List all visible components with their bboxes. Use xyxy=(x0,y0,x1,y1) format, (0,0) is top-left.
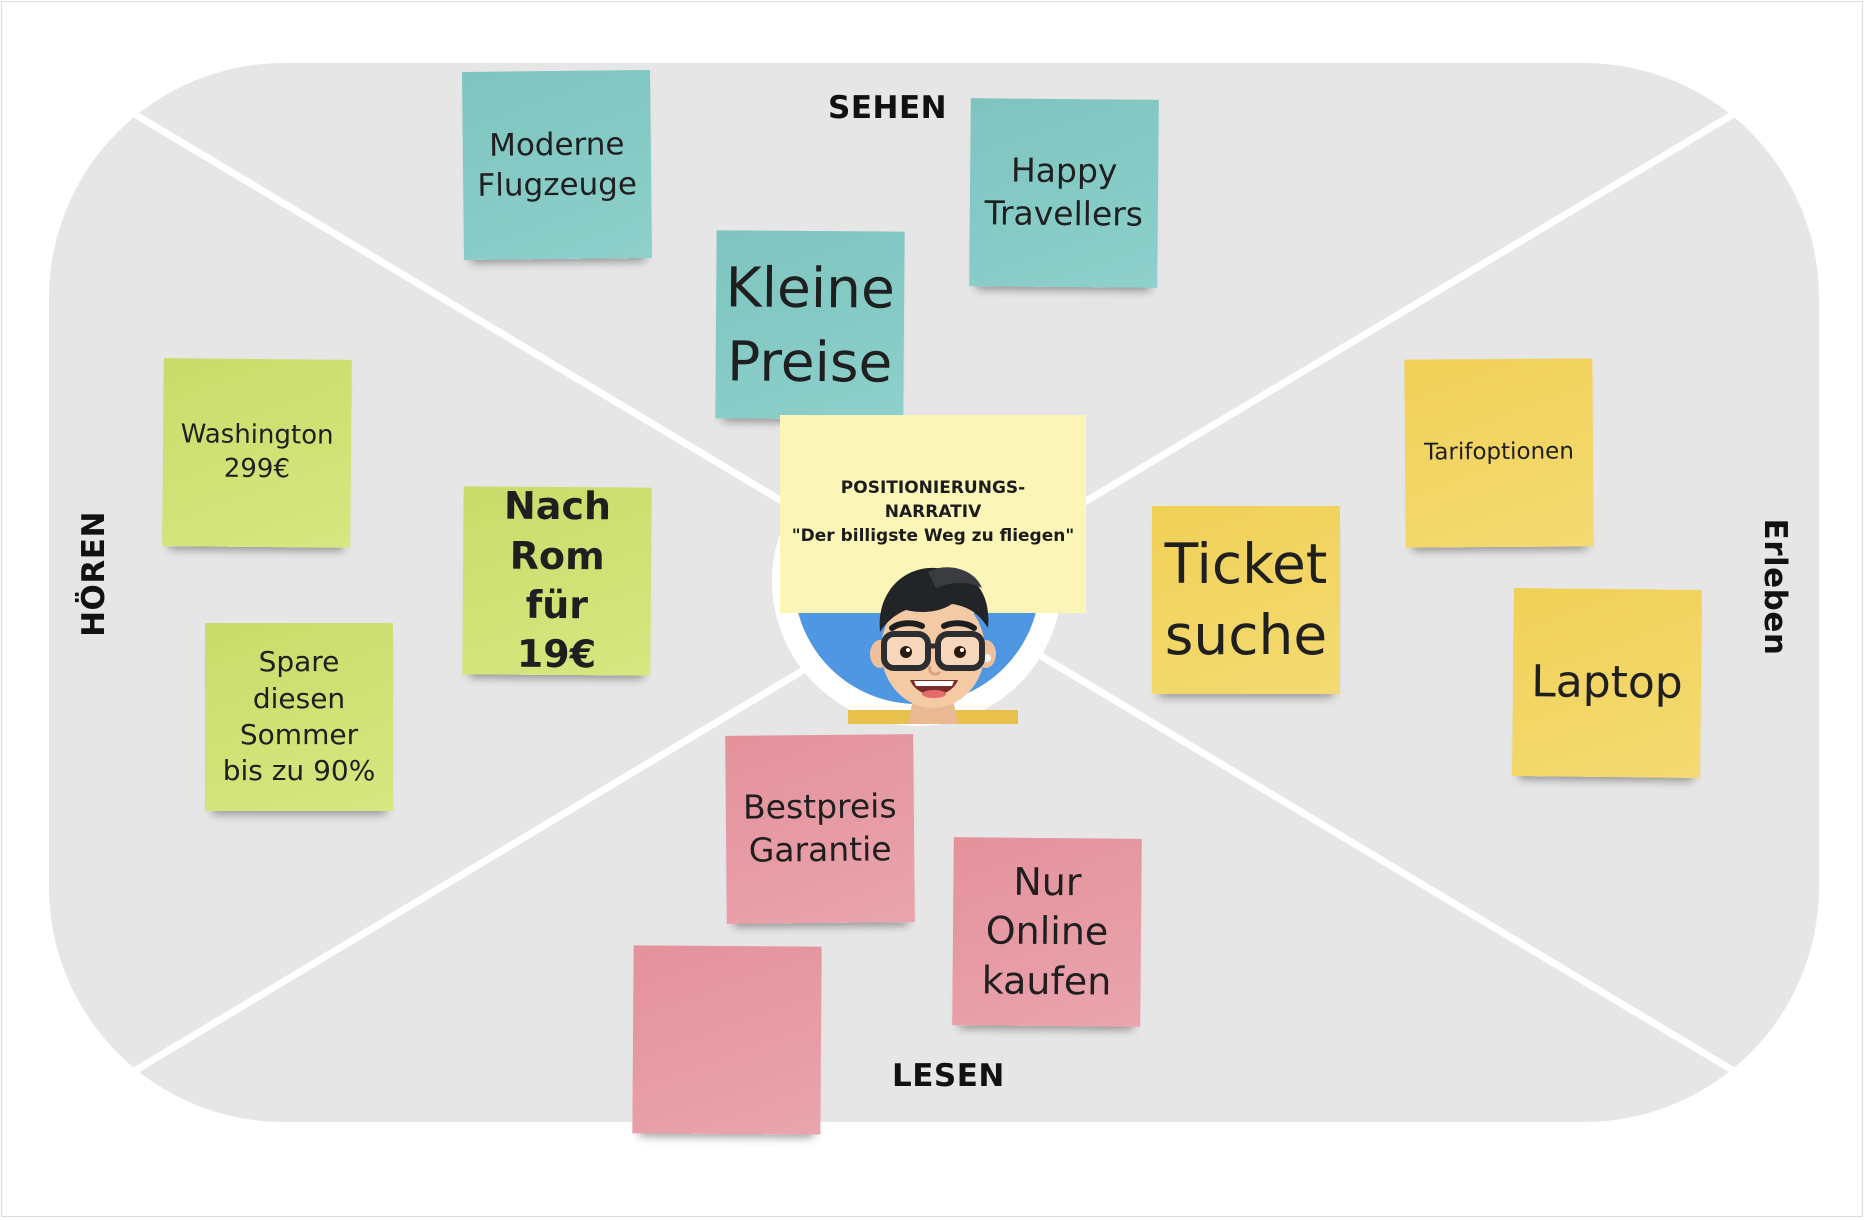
sticky-note-laptop[interactable]: Laptop xyxy=(1512,588,1702,778)
sticky-note-blank[interactable] xyxy=(632,945,822,1135)
sticky-note-moderne-flugzeuge[interactable]: Moderne Flugzeuge xyxy=(462,70,652,260)
narrative-line-2: NARRATIV xyxy=(884,501,982,522)
narrative-line-3: "Der billigste Weg zu fliegen" xyxy=(791,525,1075,546)
quadrant-label-hoeren: HÖREN xyxy=(76,511,112,637)
sticky-note-kleine-preise[interactable]: Kleine Preise xyxy=(715,230,905,420)
narrative-line-1: POSITIONIERUNGS- xyxy=(840,478,1026,498)
sticky-note-washington[interactable]: Washington 299€ xyxy=(162,358,352,548)
quadrant-label-lesen: LESEN xyxy=(892,1058,1005,1094)
sticky-note-tarifoptionen[interactable]: Tarifoptionen xyxy=(1404,358,1594,548)
sticky-note-nach-rom[interactable]: Nach Rom für 19€ xyxy=(462,484,652,677)
memoji-avatar-icon xyxy=(870,567,996,724)
quadrant-label-erleben: Erleben xyxy=(1757,518,1793,656)
sticky-note-ticket-suche[interactable]: Ticket suche xyxy=(1152,506,1340,694)
quadrant-label-sehen: SEHEN xyxy=(828,90,948,126)
sticky-note-spare-sommer[interactable]: Spare diesen Sommer bis zu 90% xyxy=(205,623,393,811)
sticky-note-happy-travellers[interactable]: Happy Travellers xyxy=(969,98,1159,288)
sticky-note-bestpreis-garantie[interactable]: Bestpreis Garantie xyxy=(725,734,915,924)
sticky-note-nur-online[interactable]: Nur Online kaufen xyxy=(952,837,1142,1027)
